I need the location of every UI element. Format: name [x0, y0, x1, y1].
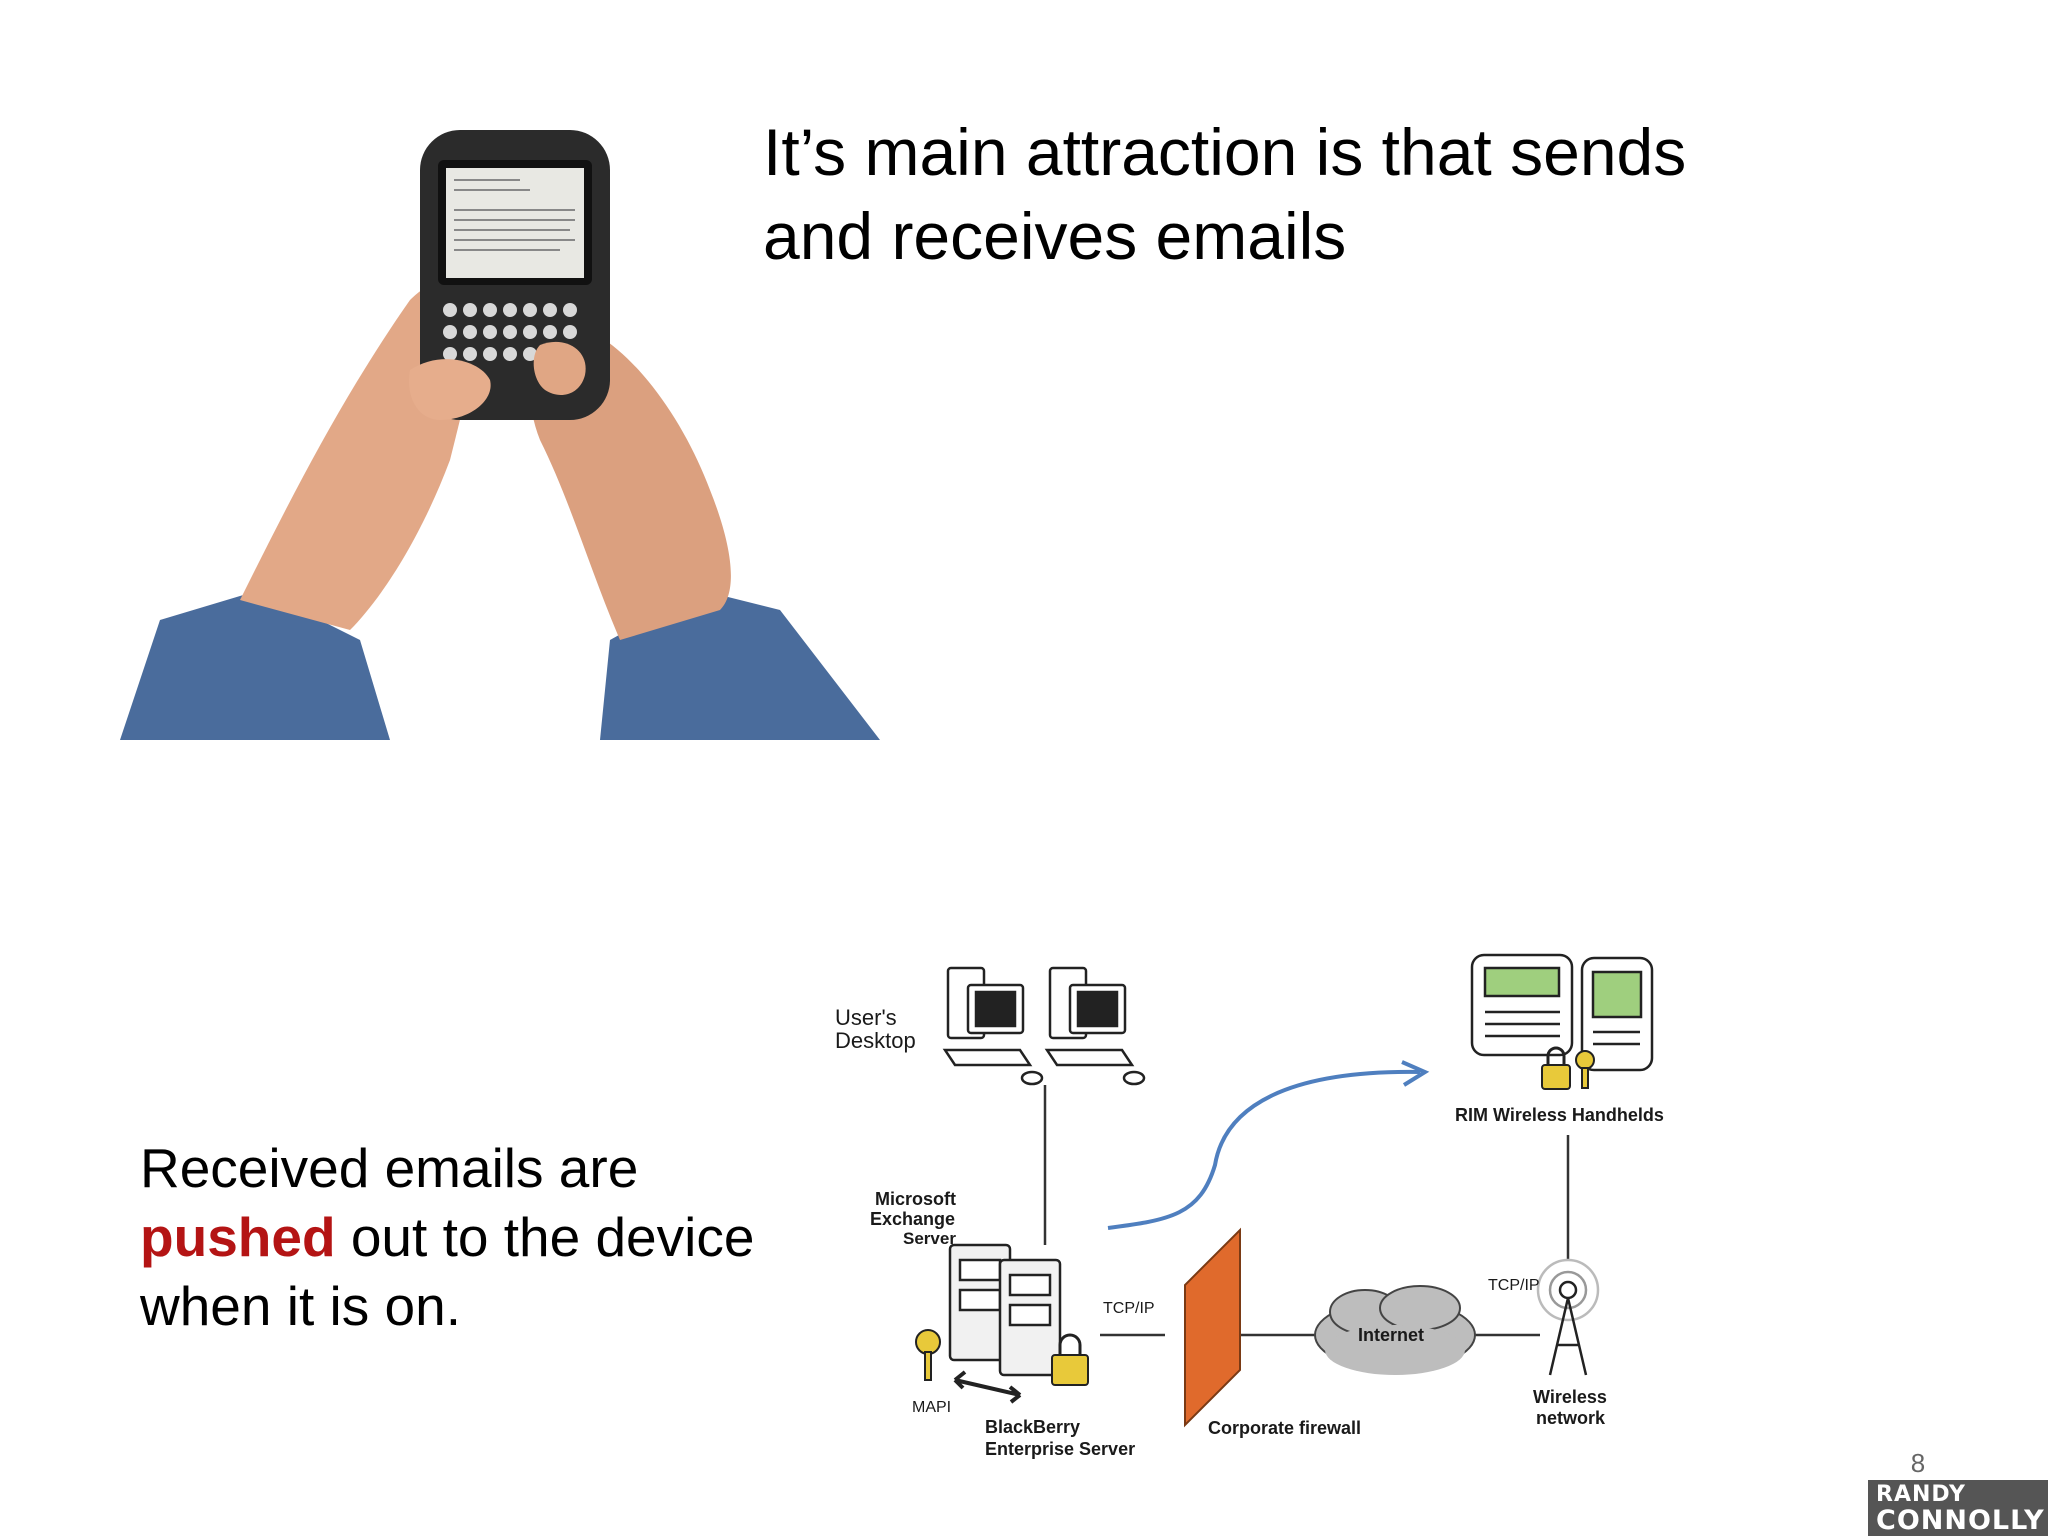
server-icon	[948, 1243, 1012, 1362]
body-text-start: Received emails are	[140, 1137, 639, 1199]
phone-in-hands-photo	[120, 130, 880, 740]
bes-label-1: BlackBerry	[985, 1417, 1080, 1437]
push-arrow-head	[1401, 1060, 1430, 1087]
exchange-label-3: Server	[903, 1229, 956, 1248]
firewall-label: Corporate firewall	[1208, 1418, 1361, 1438]
users-desktop-label-2: Desktop	[835, 1028, 916, 1053]
lock-icon	[1051, 1333, 1089, 1386]
key-icon	[1575, 1050, 1595, 1089]
wireless-label-1: Wireless	[1533, 1387, 1607, 1407]
bes-label-2: Enterprise Server	[985, 1439, 1135, 1459]
phone-screen	[446, 168, 584, 278]
screen-text-lines	[454, 179, 575, 251]
randy-connolly-logo: RANDY CONNOLLY	[1868, 1480, 2048, 1536]
right-thumb	[533, 341, 586, 395]
tcpip-label-right: TCP/IP	[1488, 1277, 1540, 1294]
exchange-label-2: Exchange	[870, 1209, 955, 1229]
internet-label: Internet	[1358, 1325, 1424, 1345]
connection-lines	[1043, 1085, 1570, 1337]
radio-tower-icon	[1536, 1258, 1600, 1376]
wireless-label-2: network	[1536, 1408, 1606, 1428]
body-text: Received emails are pushed out to the dev…	[140, 1134, 840, 1341]
mapi-label: MAPI	[912, 1399, 951, 1416]
tcpip-label-left: TCP/IP	[1103, 1300, 1155, 1317]
body-text-end: out to the device when it is on.	[140, 1206, 755, 1337]
logo-line-2: CONNOLLY	[1876, 1505, 2045, 1536]
handhelds-label: RIM Wireless Handhelds	[1455, 1105, 1664, 1125]
cloud-icon	[1314, 1285, 1476, 1375]
headline: It’s main attraction is that sends and r…	[763, 115, 1687, 273]
logo-line-1: RANDY	[1876, 1482, 1966, 1507]
server-icon	[998, 1258, 1062, 1377]
key-icon	[915, 1329, 941, 1381]
lock-icon	[1541, 1046, 1571, 1090]
push-arrow	[1107, 1069, 1421, 1230]
right-sleeve	[600, 590, 880, 740]
handheld-device-icon	[1470, 953, 1574, 1057]
pushed-emphasis: pushed	[140, 1206, 336, 1268]
left-sleeve	[120, 590, 390, 740]
double-arrow-icon	[953, 1370, 1022, 1404]
page-number: 8	[1910, 1448, 1926, 1478]
firewall-icon	[1184, 1227, 1241, 1428]
left-thumb	[409, 359, 491, 420]
desktop-computer-icon	[942, 966, 1044, 1086]
exchange-label-1: Microsoft	[875, 1189, 956, 1209]
desktop-computer-icon	[1044, 966, 1146, 1086]
blackberry-architecture-diagram: User's Desktop Microsoft Exchange Server…	[835, 953, 1664, 1459]
handheld-device-icon	[1580, 956, 1654, 1072]
users-desktop-label-1: User's	[835, 1005, 897, 1030]
